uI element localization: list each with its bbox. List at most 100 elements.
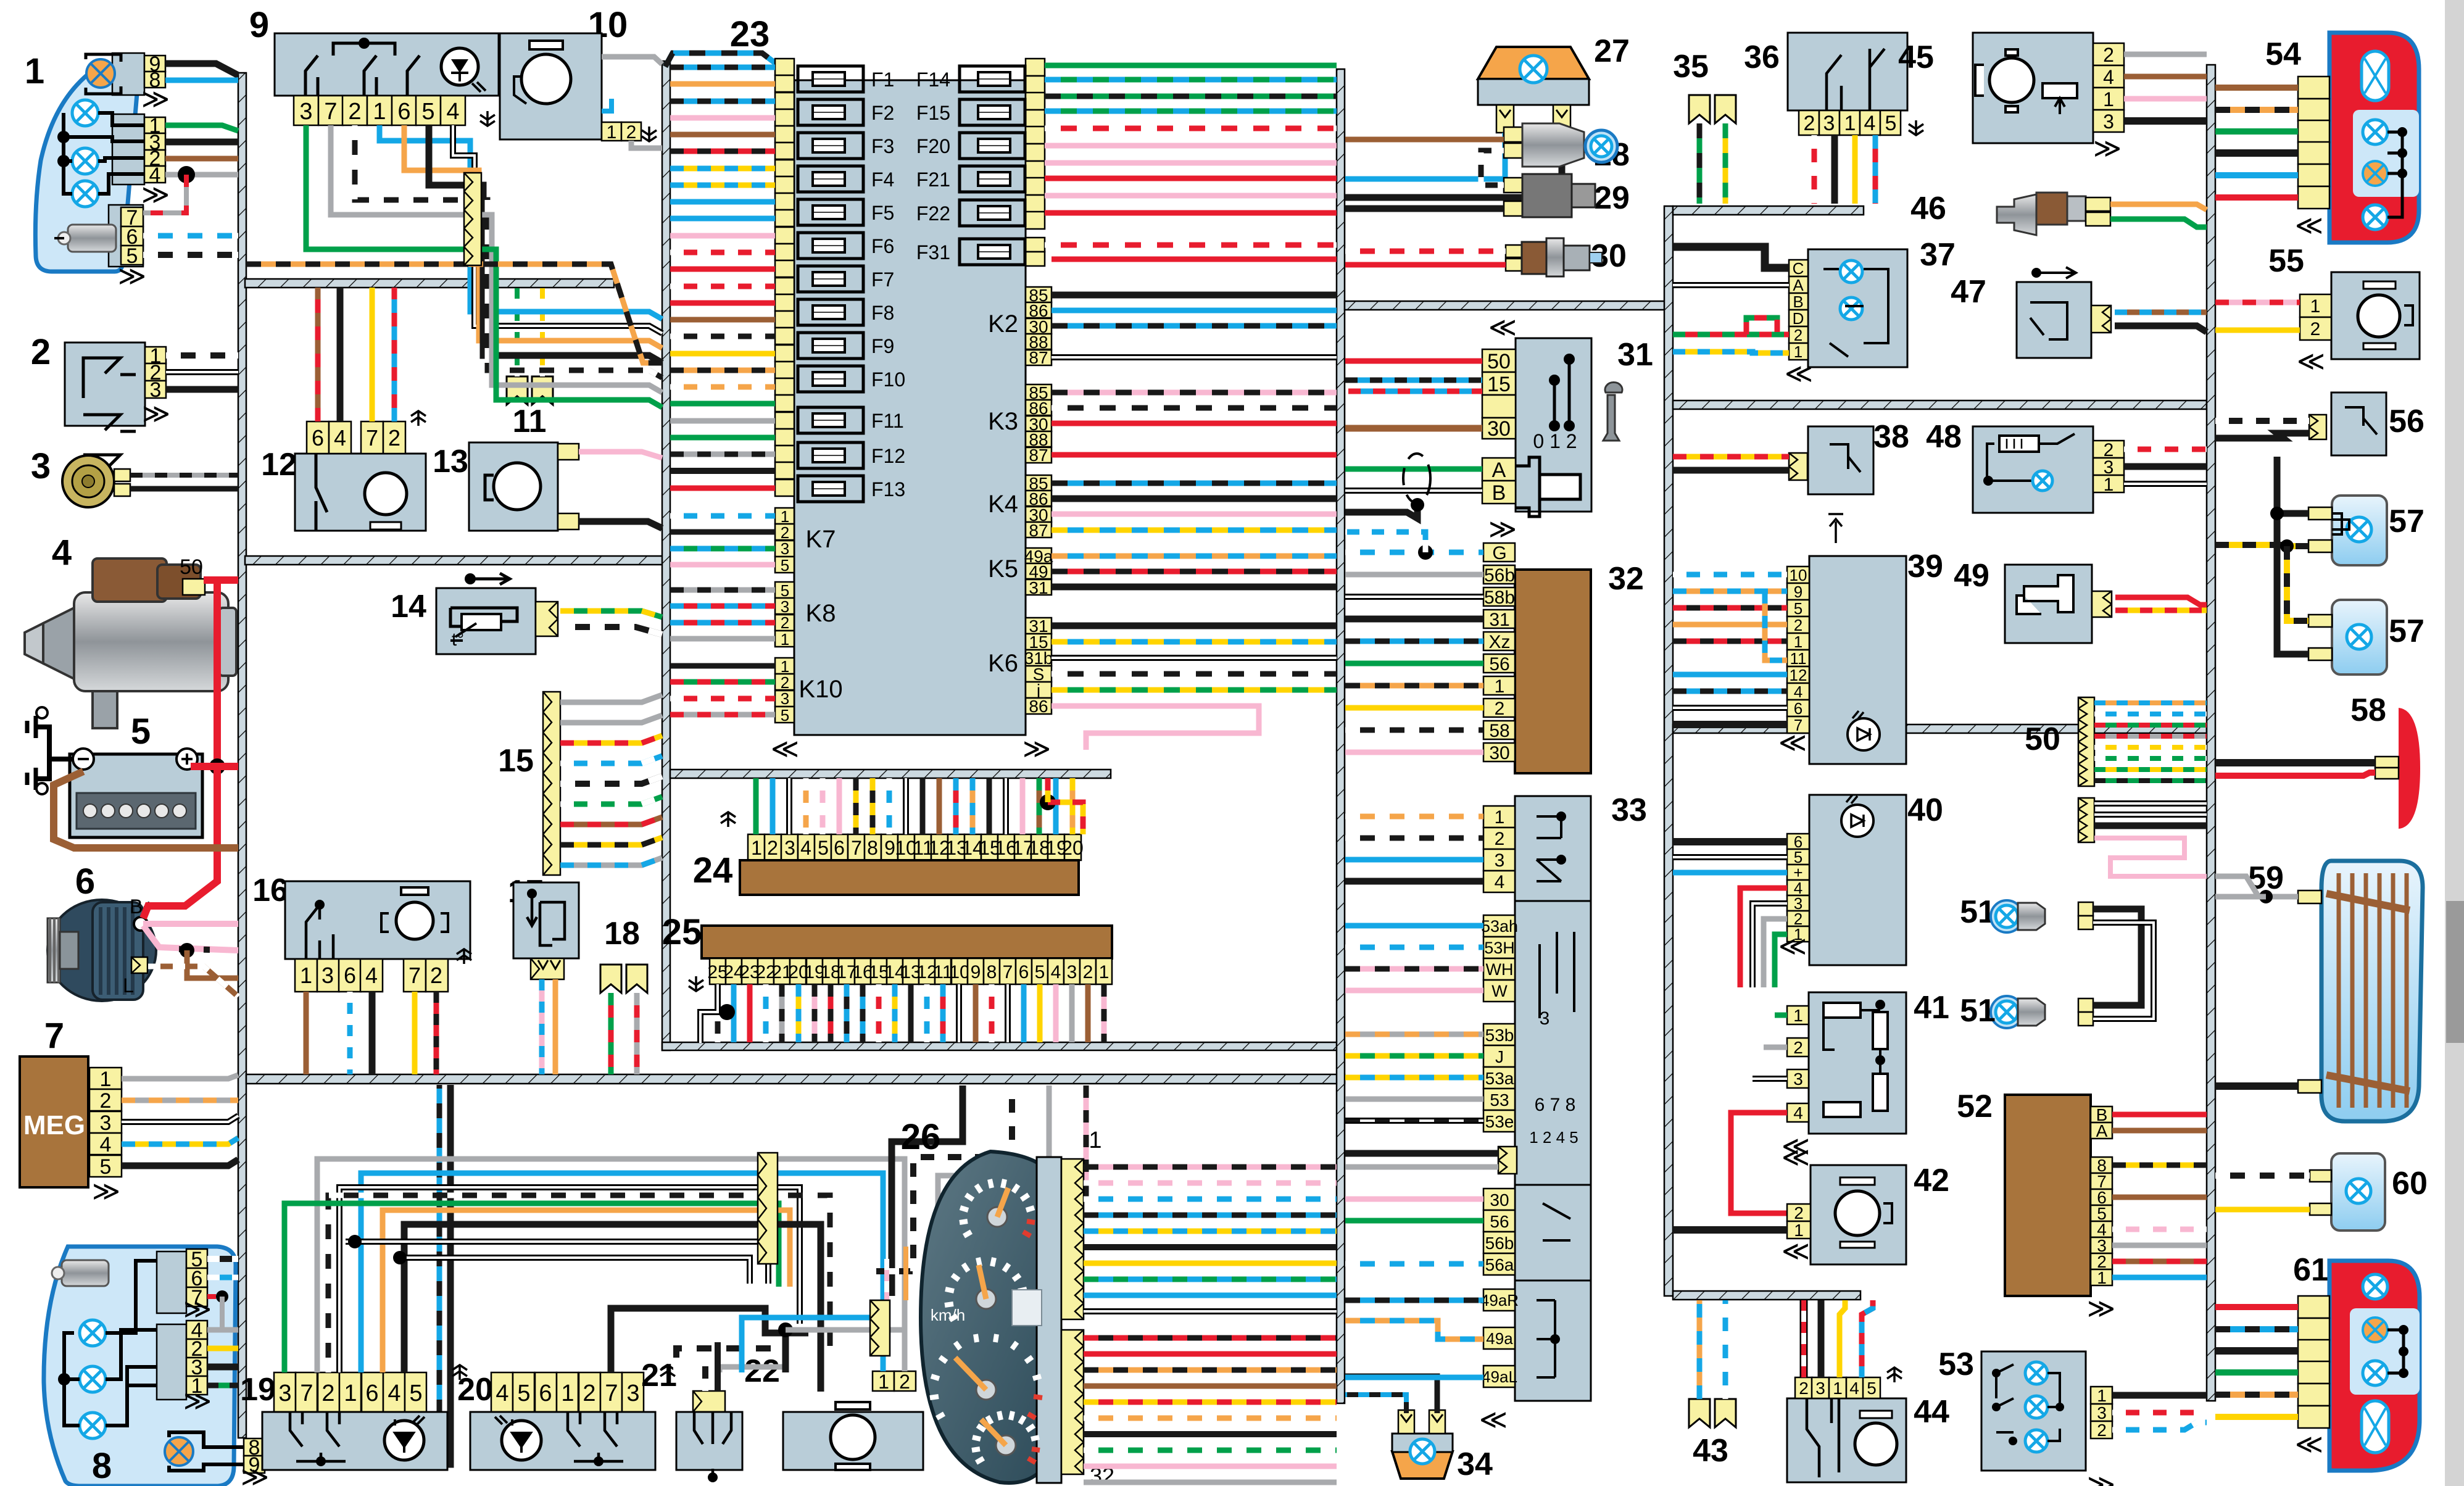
svg-text:5: 5 <box>818 837 829 859</box>
svg-text:88: 88 <box>1029 430 1048 449</box>
svg-text:F7: F7 <box>871 268 894 291</box>
svg-text:7: 7 <box>409 963 421 988</box>
svg-text:K5: K5 <box>988 555 1018 583</box>
svg-text:31: 31 <box>1617 337 1653 373</box>
svg-text:t°: t° <box>452 629 464 650</box>
svg-text:≫: ≫ <box>183 1294 212 1324</box>
svg-text:18: 18 <box>820 962 840 982</box>
svg-text:23: 23 <box>739 962 760 982</box>
svg-text:5: 5 <box>1867 1379 1877 1398</box>
svg-text:1: 1 <box>100 1068 112 1091</box>
svg-text:54: 54 <box>2265 36 2301 72</box>
svg-text:5: 5 <box>131 712 151 752</box>
svg-text:K2: K2 <box>988 310 1018 338</box>
svg-text:4: 4 <box>800 837 811 859</box>
svg-text:4: 4 <box>388 1380 400 1406</box>
svg-text:5: 5 <box>100 1155 112 1179</box>
svg-text:6 7 8: 6 7 8 <box>1535 1095 1576 1115</box>
svg-text:56: 56 <box>1489 654 1509 675</box>
svg-text:5: 5 <box>781 556 789 575</box>
svg-text:15: 15 <box>1487 373 1511 396</box>
svg-text:5: 5 <box>1035 962 1045 982</box>
svg-text:7: 7 <box>366 425 378 450</box>
svg-text:4: 4 <box>2103 66 2114 88</box>
svg-text:A: A <box>1492 459 1506 482</box>
svg-text:6: 6 <box>2097 1188 2107 1207</box>
svg-text:21: 21 <box>641 1358 677 1393</box>
svg-text:86: 86 <box>1029 301 1048 320</box>
svg-text:10: 10 <box>895 837 917 859</box>
svg-text:19: 19 <box>804 962 824 982</box>
svg-text:8: 8 <box>249 1436 260 1459</box>
svg-text:9: 9 <box>249 5 269 45</box>
svg-text:1: 1 <box>1794 633 1802 651</box>
svg-text:30: 30 <box>1487 417 1511 441</box>
svg-text:A: A <box>2096 1121 2108 1140</box>
svg-text:49a: 49a <box>1486 1329 1513 1348</box>
svg-text:53e: 53e <box>1485 1112 1514 1131</box>
svg-text:1: 1 <box>149 114 161 138</box>
svg-text:49: 49 <box>1954 558 1989 594</box>
svg-text:6: 6 <box>834 837 845 859</box>
svg-text:22: 22 <box>755 962 776 982</box>
svg-text:35: 35 <box>1673 49 1709 85</box>
svg-text:1: 1 <box>1099 962 1110 982</box>
svg-text:2: 2 <box>1794 1203 1804 1222</box>
svg-text:L: L <box>123 974 134 997</box>
svg-text:≫: ≫ <box>142 399 170 429</box>
svg-text:56a: 56a <box>1485 1255 1514 1274</box>
svg-text:2: 2 <box>191 1337 203 1361</box>
svg-text:30: 30 <box>1490 1190 1509 1210</box>
svg-text:26: 26 <box>901 1117 941 1157</box>
svg-text:50: 50 <box>2025 721 2060 757</box>
svg-text:9: 9 <box>249 1453 260 1477</box>
svg-text:51: 51 <box>1960 993 1996 1029</box>
svg-text:3: 3 <box>1495 850 1505 871</box>
svg-text:1: 1 <box>1833 1379 1843 1398</box>
svg-text:6: 6 <box>312 425 324 450</box>
svg-text:≪: ≪ <box>1488 312 1517 342</box>
svg-text:50: 50 <box>1487 350 1511 373</box>
svg-text:7: 7 <box>44 1016 64 1056</box>
svg-text:4: 4 <box>1794 683 1802 701</box>
svg-text:5: 5 <box>517 1380 530 1406</box>
svg-text:53H: 53H <box>1484 939 1515 957</box>
svg-text:56: 56 <box>2389 404 2425 439</box>
svg-text:2: 2 <box>1495 829 1505 849</box>
svg-text:4: 4 <box>1051 962 1061 982</box>
svg-text:58: 58 <box>1489 721 1509 741</box>
svg-text:57: 57 <box>2389 613 2425 649</box>
svg-text:56b: 56b <box>1484 565 1515 586</box>
svg-text:53b: 53b <box>1485 1026 1514 1045</box>
svg-text:≪: ≪ <box>1782 1236 1810 1266</box>
svg-text:MEG: MEG <box>23 1110 85 1140</box>
svg-text:15: 15 <box>1029 633 1048 652</box>
svg-text:2: 2 <box>1083 962 1093 982</box>
svg-text:8: 8 <box>987 962 997 982</box>
svg-text:1: 1 <box>1794 1221 1804 1240</box>
svg-text:1: 1 <box>781 630 789 649</box>
svg-text:5: 5 <box>1794 599 1802 618</box>
svg-text:13: 13 <box>433 444 468 479</box>
svg-text:2: 2 <box>1495 699 1505 719</box>
svg-text:3: 3 <box>781 539 789 558</box>
svg-text:38: 38 <box>1873 419 1909 455</box>
svg-text:9: 9 <box>884 837 895 859</box>
svg-text:4: 4 <box>2097 1220 2107 1239</box>
svg-text:WH: WH <box>1486 960 1514 979</box>
svg-text:F5: F5 <box>871 202 894 224</box>
svg-text:2: 2 <box>2103 44 2114 66</box>
svg-text:36: 36 <box>1744 39 1780 75</box>
svg-text:87: 87 <box>1029 521 1048 540</box>
svg-text:2: 2 <box>2310 319 2321 339</box>
svg-text:55: 55 <box>2268 243 2304 279</box>
svg-text:49aL: 49aL <box>1482 1368 1517 1386</box>
svg-text:5: 5 <box>781 581 789 600</box>
svg-text:53: 53 <box>1490 1090 1509 1110</box>
svg-text:3: 3 <box>1794 894 1802 913</box>
svg-text:1: 1 <box>878 1371 889 1393</box>
svg-text:1 2 4 5: 1 2 4 5 <box>1529 1128 1578 1147</box>
svg-text:3: 3 <box>2097 1236 2107 1255</box>
svg-text:13: 13 <box>900 962 921 982</box>
svg-text:2: 2 <box>348 99 361 125</box>
